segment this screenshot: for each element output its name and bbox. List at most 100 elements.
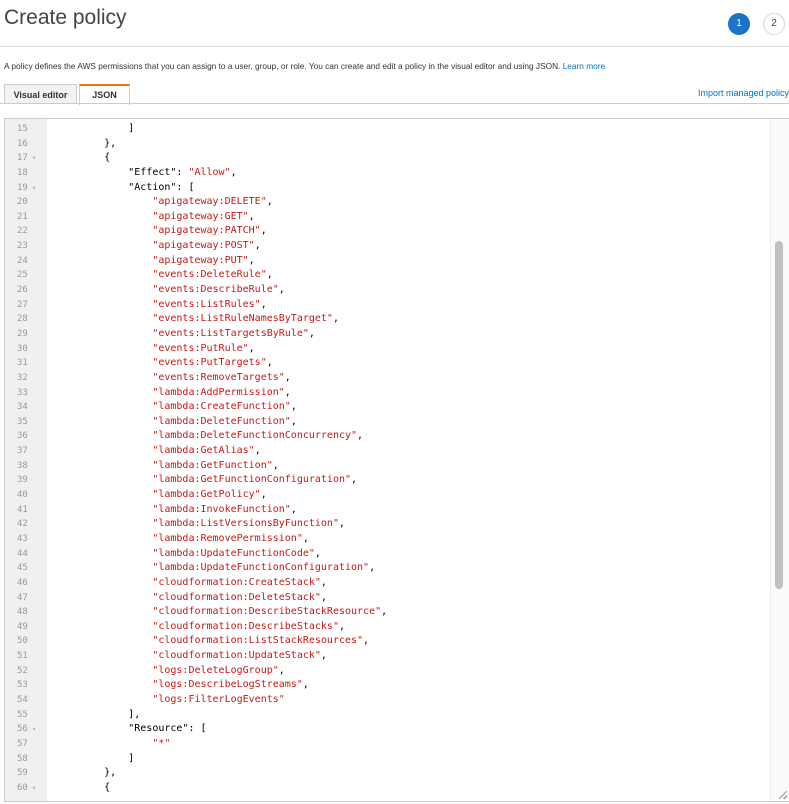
code-line[interactable]: 41 "lambda:InvokeFunction", <box>5 503 765 518</box>
code-line[interactable]: 37 "lambda:GetAlias", <box>5 444 765 459</box>
fold-arrow-icon[interactable]: ▾ <box>27 783 37 792</box>
fold-arrow-icon[interactable]: ▾ <box>27 725 37 734</box>
code-token: , <box>363 635 370 647</box>
resize-handle-icon[interactable] <box>779 791 787 799</box>
code-line[interactable]: 54 "logs:FilterLogEvents" <box>5 693 765 708</box>
fold-arrow-icon[interactable]: ▾ <box>27 183 37 192</box>
code-text: "lambda:GetFunctionConfiguration", <box>56 473 357 488</box>
code-text: "lambda:InvokeFunction", <box>56 503 297 518</box>
line-number: 22 <box>17 226 28 237</box>
line-number: 25 <box>17 270 28 281</box>
import-managed-policy-link[interactable]: Import managed policy <box>697 88 789 98</box>
code-line[interactable]: 42 "lambda:ListVersionsByFunction", <box>5 517 765 532</box>
line-number: 33 <box>17 387 28 398</box>
code-text: "*" <box>56 737 170 752</box>
code-line[interactable]: 44 "lambda:UpdateFunctionCode", <box>5 547 765 562</box>
string-token: "lambda:DeleteFunctionConcurrency" <box>152 430 358 442</box>
code-line[interactable]: 17 ▾ { <box>5 151 765 166</box>
code-token: , <box>320 591 327 603</box>
tab-json[interactable]: JSON <box>79 84 130 105</box>
code-token: , <box>369 562 376 574</box>
code-line[interactable]: 35 "lambda:DeleteFunction", <box>5 415 765 430</box>
code-line[interactable]: 52 "logs:DeleteLogGroup", <box>5 664 765 679</box>
code-line[interactable]: 56 ▾ "Resource": [ <box>5 722 765 737</box>
code-line[interactable]: 38 "lambda:GetFunction", <box>5 459 765 474</box>
editor-scrollbar[interactable] <box>770 119 789 801</box>
line-number: 50 <box>17 636 28 647</box>
code-line[interactable]: 58 ] <box>5 752 765 767</box>
line-number: 30 <box>17 343 28 354</box>
code-line[interactable]: 36 "lambda:DeleteFunctionConcurrency", <box>5 429 765 444</box>
code-line[interactable]: 49 "cloudformation:DescribeStacks", <box>5 620 765 635</box>
fold-arrow-icon[interactable]: ▾ <box>27 154 37 163</box>
code-text: "lambda:RemovePermission", <box>56 532 309 547</box>
code-line[interactable]: 22 "apigateway:PATCH", <box>5 224 765 239</box>
code-line[interactable]: 16 }, <box>5 137 765 152</box>
code-line[interactable]: 15 ] <box>5 122 765 137</box>
code-token <box>56 430 152 441</box>
json-editor[interactable]: 15 ]16 },17 ▾ {18 "Effect": "Allow",19 ▾… <box>4 118 789 802</box>
line-number: 37 <box>17 446 28 457</box>
code-token: , <box>254 240 261 252</box>
step-1-indicator[interactable]: 1 <box>728 13 750 35</box>
string-token: "events:ListTargetsByRule" <box>152 327 309 339</box>
code-token <box>56 533 152 544</box>
code-token <box>56 577 152 588</box>
code-line[interactable]: 39 "lambda:GetFunctionConfiguration", <box>5 473 765 488</box>
code-line[interactable]: 23 "apigateway:POST", <box>5 239 765 254</box>
code-line[interactable]: 55 ], <box>5 708 765 723</box>
code-line[interactable]: 48 "cloudformation:DescribeStackResource… <box>5 605 765 620</box>
code-line[interactable]: 43 "lambda:RemovePermission", <box>5 532 765 547</box>
learn-more-link[interactable]: Learn more <box>562 61 606 71</box>
code-token <box>56 299 152 310</box>
code-line[interactable]: 51 "cloudformation:UpdateStack", <box>5 649 765 664</box>
code-line[interactable]: 47 "cloudformation:DeleteStack", <box>5 591 765 606</box>
string-token: "events:PutRule" <box>152 342 249 354</box>
code-line[interactable]: 18 "Effect": "Allow", <box>5 166 765 181</box>
code-line[interactable]: 30 "events:PutRule", <box>5 342 765 357</box>
code-line[interactable]: 20 "apigateway:DELETE", <box>5 195 765 210</box>
string-token: "lambda:GetPolicy" <box>152 489 261 501</box>
line-number: 36 <box>17 431 28 442</box>
code-line[interactable]: 40 "lambda:GetPolicy", <box>5 488 765 503</box>
code-text: { <box>56 781 110 796</box>
code-token <box>56 679 152 690</box>
code-text: ] <box>56 122 134 137</box>
code-line[interactable]: 26 "events:DescribeRule", <box>5 283 765 298</box>
code-line[interactable]: 29 "events:ListTargetsByRule", <box>5 327 765 342</box>
code-text: }, <box>56 137 116 152</box>
scrollbar-thumb[interactable] <box>775 241 783 589</box>
code-token: , <box>260 298 267 310</box>
code-token <box>56 372 152 383</box>
code-line[interactable]: 34 "lambda:CreateFunction", <box>5 400 765 415</box>
code-line[interactable]: 21 "apigateway:GET", <box>5 210 765 225</box>
string-token: "lambda:UpdateFunctionConfiguration" <box>152 562 370 574</box>
line-number: 45 <box>17 563 28 574</box>
code-line[interactable]: 45 "lambda:UpdateFunctionConfiguration", <box>5 561 765 576</box>
code-line[interactable]: 28 "events:ListRuleNamesByTarget", <box>5 312 765 327</box>
code-line[interactable]: 46 "cloudformation:CreateStack", <box>5 576 765 591</box>
string-token: "lambda:DeleteFunction" <box>152 415 291 427</box>
code-text: "events:PutRule", <box>56 342 254 357</box>
step-2-indicator[interactable]: 2 <box>763 13 785 35</box>
tab-visual-editor[interactable]: Visual editor <box>4 84 77 103</box>
code-text: "events:RemoveTargets", <box>56 371 290 386</box>
code-token: { <box>56 781 111 793</box>
string-token: "lambda:CreateFunction" <box>152 401 291 413</box>
code-line[interactable]: 60 ▾ { <box>5 781 765 796</box>
code-line[interactable]: 25 "events:DeleteRule", <box>5 268 765 283</box>
code-line[interactable]: 33 "lambda:AddPermission", <box>5 386 765 401</box>
code-line[interactable]: 19 ▾ "Action": [ <box>5 181 765 196</box>
code-line[interactable]: 32 "events:RemoveTargets", <box>5 371 765 386</box>
code-line[interactable]: 57 "*" <box>5 737 765 752</box>
string-token: "lambda:GetAlias" <box>152 445 255 457</box>
code-line[interactable]: 53 "logs:DescribeLogStreams", <box>5 678 765 693</box>
code-token: }, <box>56 137 117 149</box>
code-lines[interactable]: 15 ]16 },17 ▾ {18 "Effect": "Allow",19 ▾… <box>5 122 765 795</box>
line-number: 23 <box>17 241 28 252</box>
code-line[interactable]: 50 "cloudformation:ListStackResources", <box>5 634 765 649</box>
code-line[interactable]: 24 "apigateway:PUT", <box>5 254 765 269</box>
code-line[interactable]: 27 "events:ListRules", <box>5 298 765 313</box>
code-line[interactable]: 59 }, <box>5 766 765 781</box>
code-line[interactable]: 31 "events:PutTargets", <box>5 356 765 371</box>
